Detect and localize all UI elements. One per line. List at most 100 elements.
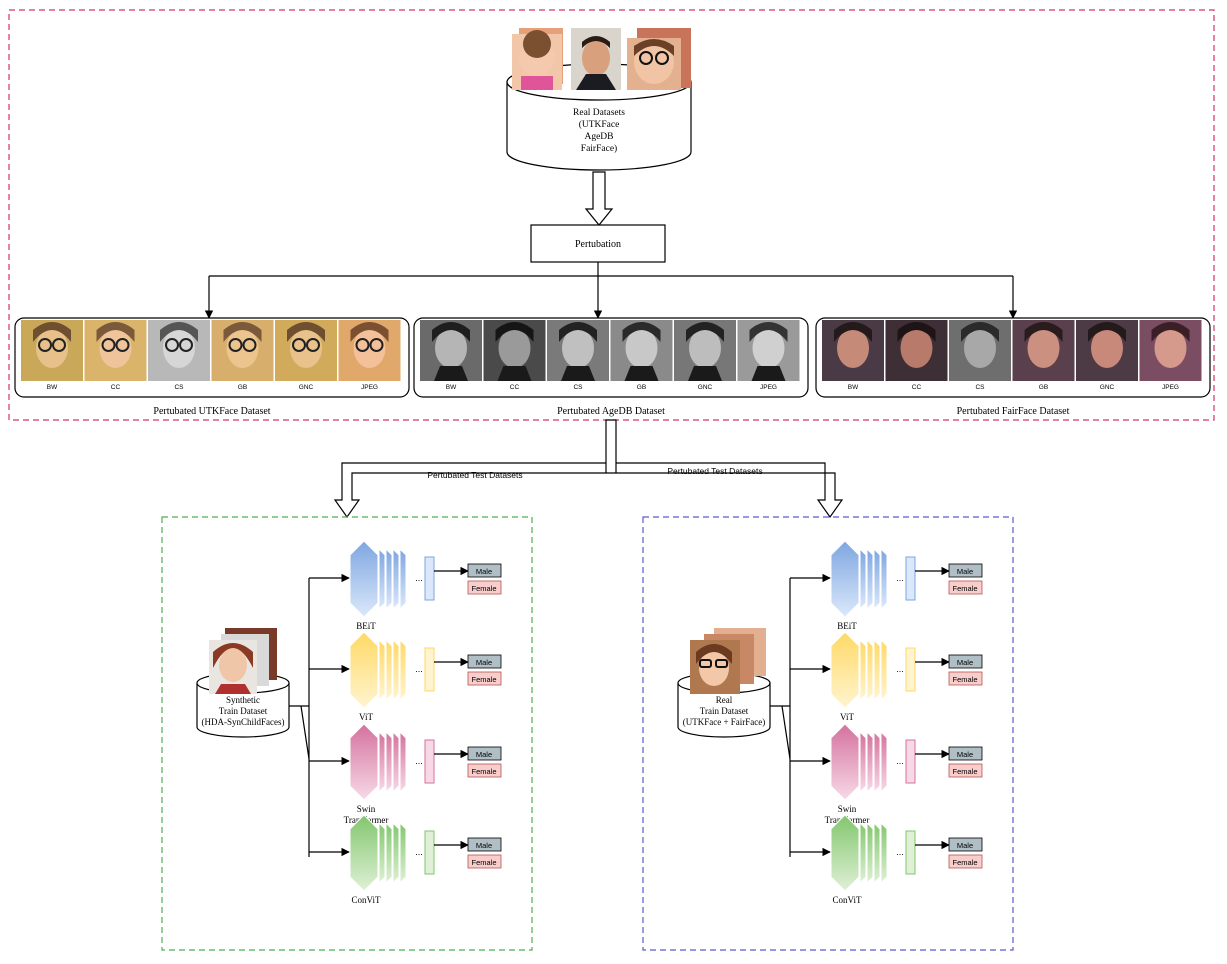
perturbation-type-label: GB bbox=[1039, 384, 1048, 391]
female-output-box bbox=[948, 580, 983, 595]
perturbation-type-label: CS bbox=[975, 384, 985, 391]
female-label: Female bbox=[471, 584, 496, 593]
male-output-box bbox=[467, 563, 502, 578]
perturbation-box bbox=[530, 224, 666, 263]
feature-vector bbox=[905, 556, 916, 601]
model-name: BEiT bbox=[356, 621, 376, 631]
test-datasets-label-left: Pertubated Test Datasets bbox=[427, 470, 522, 480]
train-face-photos bbox=[690, 628, 766, 694]
model-name: ConViT bbox=[352, 895, 381, 905]
female-label: Female bbox=[952, 584, 977, 593]
ellipsis-text: ... bbox=[415, 756, 423, 766]
perturbed-dataset-caption: Pertubated FairFace Dataset bbox=[957, 406, 1070, 417]
perturbation-type-label: GNC bbox=[698, 384, 713, 391]
female-label: Female bbox=[952, 767, 977, 776]
feature-vector bbox=[905, 647, 916, 692]
perturbation-type-label: BW bbox=[446, 384, 457, 391]
male-label: Male bbox=[957, 841, 973, 850]
perturbed-face-agedb-bw: BW bbox=[420, 320, 482, 391]
hollow-arrow-test-split bbox=[333, 419, 844, 519]
perturbation-type-label: GNC bbox=[299, 384, 314, 391]
male-output-box bbox=[948, 746, 983, 761]
perturbed-face-agedb-cs: CS bbox=[547, 320, 609, 391]
real-datasets-line4: FairFace) bbox=[581, 143, 617, 154]
model-name: ConViT bbox=[833, 895, 862, 905]
perturbed-face-utk-cc: CC bbox=[84, 320, 147, 391]
female-output-box bbox=[467, 854, 502, 869]
feature-vector bbox=[424, 830, 435, 875]
perturbation-type-label: CC bbox=[111, 384, 121, 391]
perturbed-strip-agedb: BW CC CS GB GNC JPEG Pertubated AgeDB Dataset bbox=[413, 317, 809, 417]
ellipsis-text: ... bbox=[415, 847, 423, 857]
perturbed-face-utk-gnc: GNC bbox=[275, 320, 337, 391]
ellipsis-text: ... bbox=[896, 573, 904, 583]
perturbed-dataset-caption: Pertubated UTKFace Dataset bbox=[153, 406, 270, 417]
feature-vector bbox=[905, 739, 916, 784]
perturbation-type-label: CS bbox=[573, 384, 583, 391]
perturbed-face-agedb-cc: CC bbox=[483, 320, 546, 391]
male-output-box bbox=[948, 837, 983, 852]
train-dataset-line2: Train Dataset bbox=[700, 706, 749, 716]
ellipsis-text: ... bbox=[896, 664, 904, 674]
model-name: ViT bbox=[840, 712, 854, 722]
ellipsis-text: ... bbox=[896, 847, 904, 857]
female-label: Female bbox=[471, 675, 496, 684]
train-face-photos bbox=[209, 628, 277, 694]
perturbation-type-label: GNC bbox=[1100, 384, 1115, 391]
perturbation-type-label: CS bbox=[174, 384, 184, 391]
perturbation-type-label: JPEG bbox=[760, 384, 777, 391]
male-label: Male bbox=[476, 750, 492, 759]
perturbation-region bbox=[8, 9, 1215, 421]
perturbed-face-utk-gb: GB bbox=[211, 320, 274, 391]
test-datasets-label-right: Pertubated Test Datasets bbox=[667, 466, 762, 476]
ellipsis-text: ... bbox=[896, 756, 904, 766]
perturbed-strip-utk: BW CC CS GB GNC JPEG Pertubated UTKFace Datase… bbox=[14, 317, 410, 417]
female-output-box bbox=[948, 671, 983, 686]
male-output-box bbox=[948, 654, 983, 669]
perturbed-face-utk-cs: CS bbox=[148, 320, 210, 391]
model-connectors bbox=[770, 578, 791, 857]
male-output-box bbox=[467, 746, 502, 761]
male-label: Male bbox=[957, 567, 973, 576]
train-dataset-line3: (UTKFace + FairFace) bbox=[683, 717, 766, 727]
perturbation-type-label: BW bbox=[47, 384, 58, 391]
perturbation-type-label: CC bbox=[912, 384, 922, 391]
model-name: ViT bbox=[359, 712, 373, 722]
feature-vector bbox=[424, 647, 435, 692]
hollow-arrow-to-perturbation bbox=[584, 171, 614, 226]
train-dataset-line1: Synthetic bbox=[226, 695, 260, 705]
female-output-box bbox=[948, 763, 983, 778]
train-dataset-line2: Train Dataset bbox=[219, 706, 268, 716]
female-label: Female bbox=[952, 675, 977, 684]
perturbed-face-agedb-jpeg: JPEG bbox=[737, 320, 800, 391]
female-output-box bbox=[467, 580, 502, 595]
male-label: Male bbox=[957, 750, 973, 759]
real-datasets-line3: AgeDB bbox=[584, 132, 613, 142]
perturbed-face-fair-gnc: GNC bbox=[1076, 320, 1138, 391]
real-face-photos bbox=[512, 28, 691, 90]
perturbation-type-label: GB bbox=[637, 384, 646, 391]
perturbed-face-fair-cc: CC bbox=[885, 320, 948, 391]
perturbation-type-label: CC bbox=[510, 384, 520, 391]
perturbed-face-fair-gb: GB bbox=[1012, 320, 1075, 391]
perturbation-type-label: JPEG bbox=[361, 384, 378, 391]
perturbed-dataset-caption: Pertubated AgeDB Dataset bbox=[557, 406, 665, 417]
perturbation-type-label: JPEG bbox=[1162, 384, 1179, 391]
perturbed-face-agedb-gnc: GNC bbox=[674, 320, 736, 391]
feature-vector bbox=[905, 830, 916, 875]
male-label: Male bbox=[476, 841, 492, 850]
perturbation-label: Pertubation bbox=[575, 239, 621, 250]
female-label: Female bbox=[952, 858, 977, 867]
train-dataset-line3: (HDA-SynChildFaces) bbox=[202, 717, 285, 727]
model-name: Swin bbox=[838, 804, 857, 814]
